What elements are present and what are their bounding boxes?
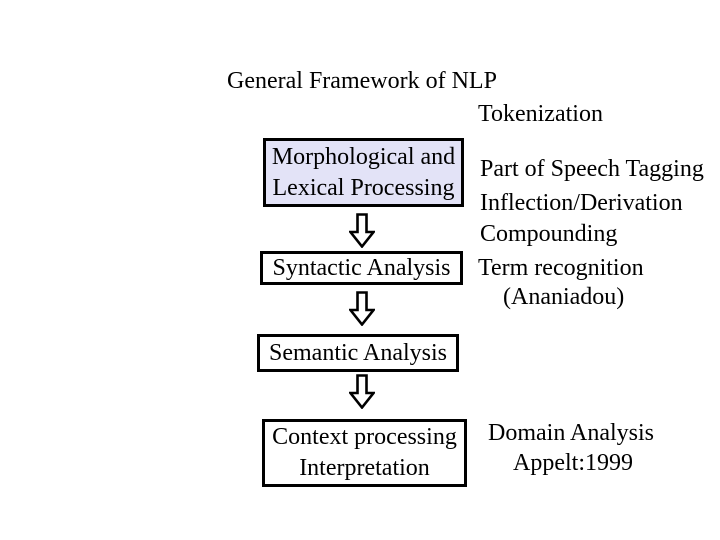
flow-box-context-processing: Context processing Interpretation bbox=[262, 419, 467, 487]
label-inflection-derivation: Inflection/Derivation bbox=[480, 190, 683, 216]
label-domain-analysis: Domain Analysis bbox=[488, 420, 654, 446]
down-block-arrow-icon bbox=[349, 291, 375, 326]
label-part-of-speech-tagging: Part of Speech Tagging bbox=[480, 156, 704, 182]
flow-box-line: Context processing bbox=[272, 424, 457, 450]
flow-box-line: Syntactic Analysis bbox=[272, 255, 451, 281]
flow-box-morphological-lexical: Morphological and Lexical Processing bbox=[263, 138, 464, 207]
down-block-arrow-icon bbox=[349, 374, 375, 409]
label-term-recognition: Term recognition bbox=[478, 255, 644, 281]
flow-box-syntactic-analysis: Syntactic Analysis bbox=[260, 251, 463, 285]
label-compounding: Compounding bbox=[480, 221, 618, 247]
flow-box-line: Morphological and bbox=[271, 143, 456, 170]
slide-title: General Framework of NLP bbox=[227, 68, 497, 94]
flow-box-line: Lexical Processing bbox=[272, 174, 455, 201]
flow-box-semantic-analysis: Semantic Analysis bbox=[257, 334, 459, 372]
label-term-recognition-credit: (Ananiadou) bbox=[503, 284, 625, 310]
label-domain-analysis-credit: Appelt:1999 bbox=[513, 450, 633, 476]
flow-box-line: Interpretation bbox=[299, 455, 430, 481]
label-tokenization: Tokenization bbox=[478, 101, 603, 127]
flow-box-line: Semantic Analysis bbox=[269, 340, 447, 366]
down-block-arrow-icon bbox=[349, 213, 375, 248]
